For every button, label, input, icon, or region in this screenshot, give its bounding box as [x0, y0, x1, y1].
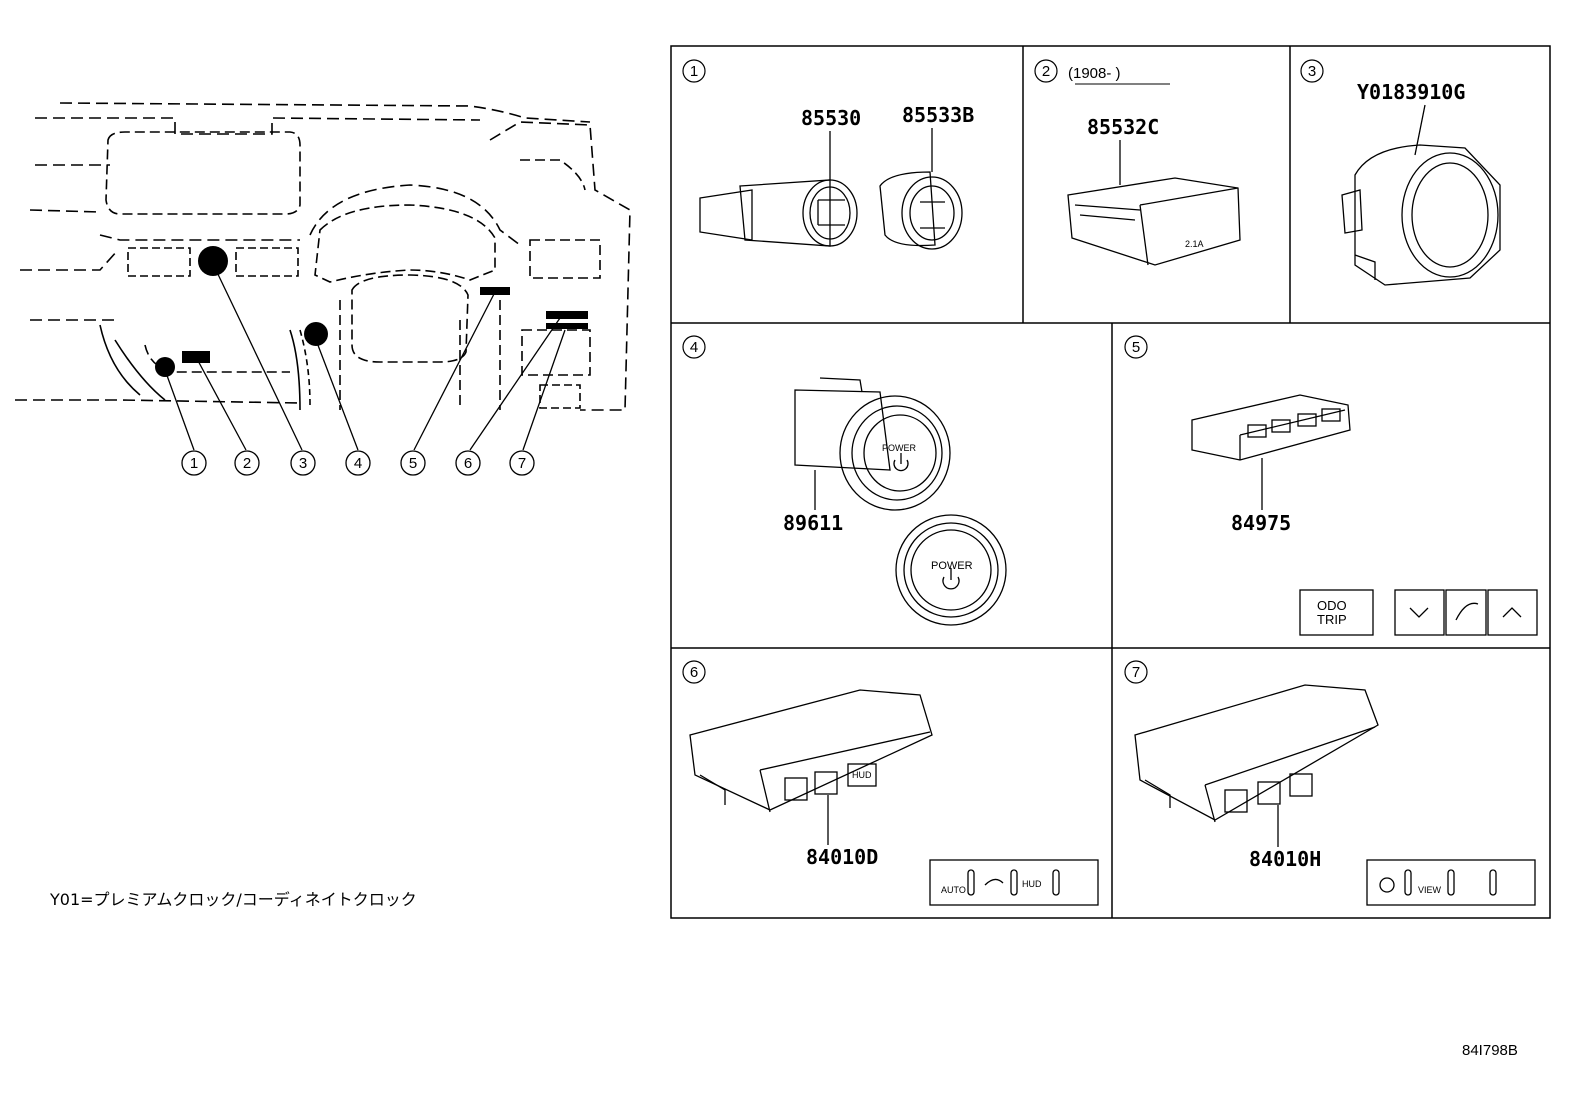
callout-3: 3: [290, 450, 316, 476]
panel-4: 4 89611 POWER POWER: [682, 335, 1007, 626]
part-85530: 85530: [801, 106, 861, 130]
panel-1-number: 1: [690, 63, 698, 80]
panel-5-number: 5: [1132, 339, 1140, 356]
hud-switch-label: HUD: [852, 770, 872, 780]
part-89611: 89611: [783, 511, 843, 535]
switch-legend-6: [929, 859, 1099, 906]
hud-label: HUD: [1022, 879, 1042, 889]
power-label-large: POWER: [931, 560, 973, 572]
svg-text:4: 4: [354, 455, 362, 472]
view-label: VIEW: [1418, 885, 1442, 895]
svg-text:7: 7: [518, 455, 526, 472]
part-84010D: 84010D: [806, 845, 878, 869]
marker-5: [480, 287, 510, 295]
panel-7-number: 7: [1132, 664, 1140, 681]
svg-text:3: 3: [299, 455, 307, 472]
callout-1: 1: [181, 450, 207, 476]
leader-lines: [164, 267, 566, 451]
dashboard-overview: [15, 102, 631, 411]
panel-2: 2 (1908- ) 85532C 2.1A: [1034, 59, 1241, 266]
panel-2-date-note: (1908- ): [1068, 65, 1121, 82]
power-label-small: POWER: [882, 443, 917, 453]
panel-3: 3 Y0183910G: [1300, 59, 1501, 286]
callout-6: 6: [455, 450, 481, 476]
diagram-code: 84I798B: [1462, 1042, 1518, 1059]
marker-4: [304, 322, 328, 346]
callout-2: 2: [234, 450, 260, 476]
marker-1: [155, 357, 175, 377]
location-markers: [155, 246, 588, 377]
part-85532C: 85532C: [1087, 115, 1159, 139]
part-84010H: 84010H: [1249, 847, 1321, 871]
panel-1: 1 85530 85533B: [682, 59, 974, 250]
callout-row: 1 2 3 4 5 6 7: [181, 450, 535, 476]
part-85533B: 85533B: [902, 103, 974, 127]
panel-3-number: 3: [1308, 63, 1316, 80]
footnote: Y01=プレミアムクロック/コーディネイトクロック: [50, 890, 417, 909]
callout-5: 5: [400, 450, 426, 476]
panel-6-number: 6: [690, 664, 698, 681]
parts-grid: [670, 45, 1551, 919]
panel-5: 5 84975 ODO TRIP: [1124, 335, 1538, 636]
svg-text:6: 6: [464, 455, 472, 472]
svg-text:5: 5: [409, 455, 417, 472]
switch-legend-7: [1366, 859, 1536, 906]
panel-4-number: 4: [690, 339, 698, 356]
switch-legend-5: [1299, 589, 1538, 636]
part-84975: 84975: [1231, 511, 1291, 535]
part-Y0183910G: Y0183910G: [1357, 80, 1465, 104]
auto-label: AUTO: [941, 885, 966, 895]
marker-3: [198, 246, 228, 276]
usb-rating-label: 2.1A: [1185, 239, 1204, 249]
callout-7: 7: [509, 450, 535, 476]
odo-label: ODO: [1317, 598, 1347, 613]
marker-7: [546, 323, 588, 329]
panel-7: 7 84010H VIEW: [1124, 660, 1536, 906]
panel-6: 6 84010D HUD AUTO HUD: [682, 660, 1099, 906]
svg-text:1: 1: [190, 455, 198, 472]
panel-2-number: 2: [1042, 63, 1050, 80]
callout-4: 4: [345, 450, 371, 476]
trip-label: TRIP: [1317, 612, 1347, 627]
marker-6: [546, 311, 588, 319]
svg-text:2: 2: [243, 455, 251, 472]
